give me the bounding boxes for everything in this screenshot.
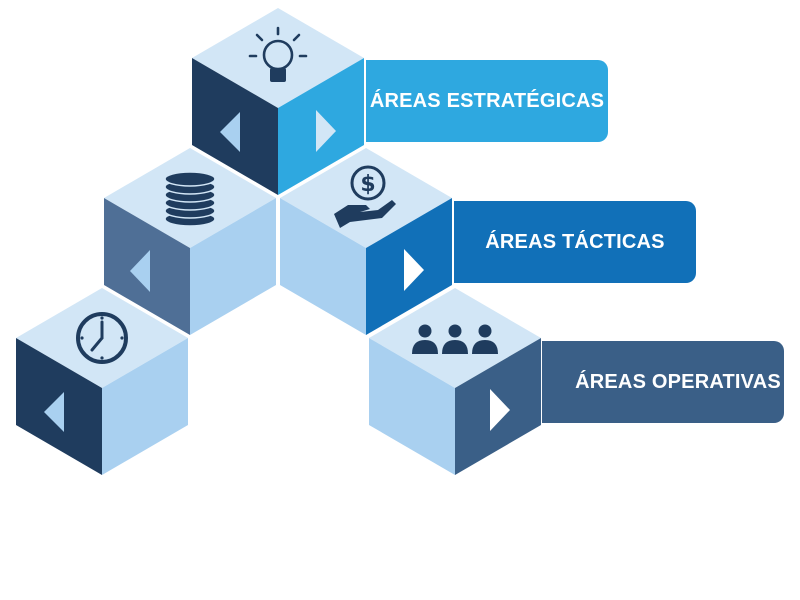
cube-bottom-left-right-face bbox=[102, 338, 188, 475]
label-areas-estrategicas-text: ÁREAS ESTRATÉGICAS bbox=[369, 89, 605, 112]
cube-estrategicas bbox=[192, 8, 364, 195]
label-areas-operativas: ÁREAS OPERATIVAS bbox=[542, 341, 784, 423]
cube-operativas-left-face bbox=[369, 338, 455, 475]
right-arrow-icon bbox=[404, 249, 424, 291]
cube-operativas bbox=[369, 288, 541, 475]
left-arrow-icon bbox=[130, 250, 150, 292]
cube-middle-left-right-face bbox=[190, 198, 276, 335]
clock-icon bbox=[76, 312, 128, 364]
people-icon bbox=[412, 324, 498, 354]
money-hand-icon: $ bbox=[334, 165, 396, 228]
cube-bottom-left bbox=[16, 288, 188, 475]
cube-tacticas-left-face bbox=[280, 198, 366, 335]
left-arrow-icon bbox=[44, 392, 64, 432]
lightbulb-icon bbox=[248, 26, 308, 82]
left-arrow-icon bbox=[220, 112, 240, 152]
right-arrow-icon bbox=[316, 110, 336, 152]
cube-tacticas: $ bbox=[280, 148, 452, 335]
cube-middle-left bbox=[104, 148, 276, 335]
label-areas-operativas-text: ÁREAS OPERATIVAS bbox=[575, 370, 781, 393]
label-areas-estrategicas: ÁREAS ESTRATÉGICAS bbox=[366, 60, 608, 142]
label-areas-tacticas: ÁREAS TÁCTICAS bbox=[454, 201, 696, 283]
right-arrow-icon bbox=[490, 389, 510, 431]
label-areas-tacticas-text: ÁREAS TÁCTICAS bbox=[485, 230, 665, 253]
coin-stack-icon bbox=[164, 171, 216, 227]
svg-text:$: $ bbox=[360, 172, 375, 197]
